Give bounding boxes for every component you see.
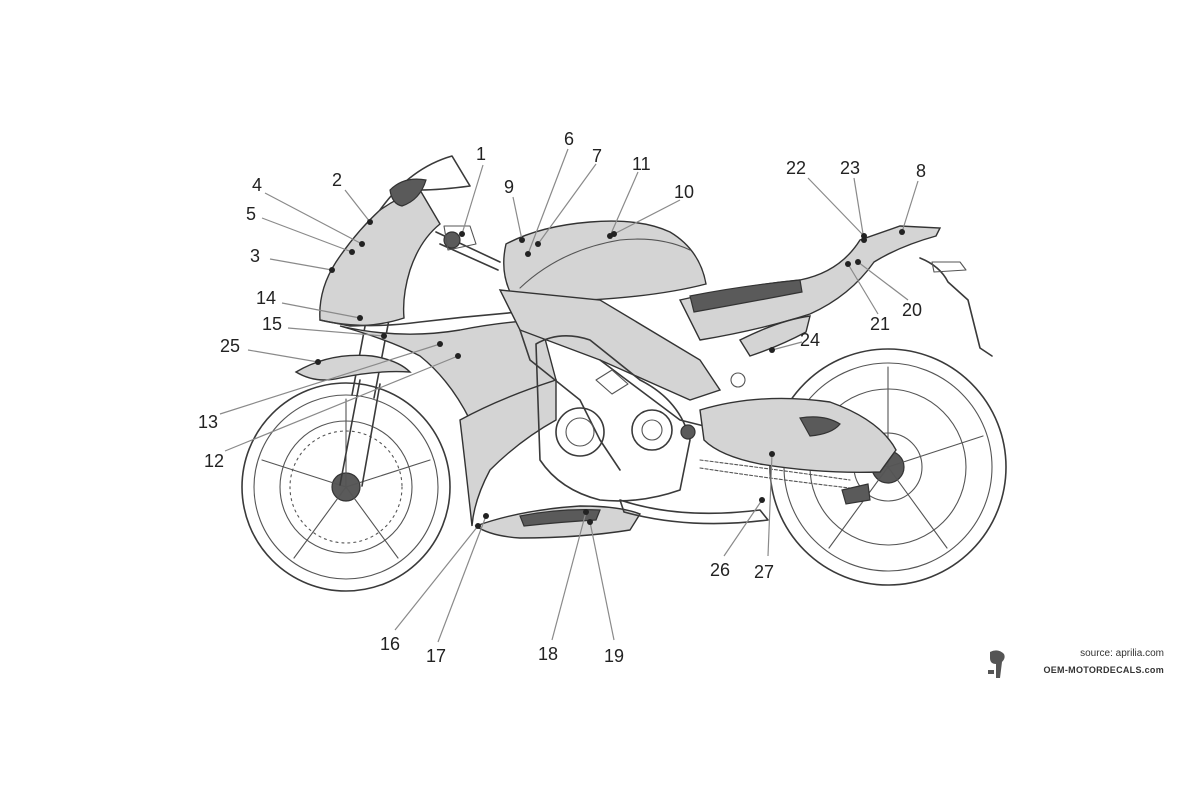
callout-12: 12 (204, 451, 224, 471)
callout-19: 19 (604, 646, 624, 666)
callout-2: 2 (332, 170, 342, 190)
callout-9: 9 (504, 177, 514, 197)
belly-pan (474, 505, 642, 539)
helmet-logo-icon (988, 650, 1005, 678)
seat-pad (689, 279, 803, 313)
callout-23: 23 (840, 158, 860, 178)
callout-1: 1 (476, 144, 486, 164)
mirror-icon (389, 178, 427, 207)
callout-3: 3 (250, 246, 260, 266)
callout-22: 22 (786, 158, 806, 178)
callout-17: 17 (426, 646, 446, 666)
seat-tail (678, 225, 993, 357)
handlebar (435, 225, 501, 271)
side-fairing-lower (459, 379, 557, 527)
callout-numbers: 1 2 3 4 5 6 7 8 9 10 11 12 13 14 15 16 1… (198, 129, 926, 666)
exhaust (619, 499, 769, 525)
callout-5: 5 (246, 204, 256, 224)
engine (535, 335, 746, 502)
callout-6: 6 (564, 129, 574, 149)
callout-25: 25 (220, 336, 240, 356)
callout-24: 24 (800, 330, 820, 350)
callout-21: 21 (870, 314, 890, 334)
callout-8: 8 (916, 161, 926, 181)
front-fork (294, 299, 412, 487)
callout-dots (315, 219, 905, 529)
front-fairing (319, 155, 557, 527)
leader-lines (219, 148, 919, 643)
callout-14: 14 (256, 288, 276, 308)
callout-11: 11 (632, 154, 651, 174)
callout-7: 7 (592, 146, 602, 166)
brand-text: OEM-MOTORDECALS.com (1043, 665, 1164, 675)
callout-20: 20 (902, 300, 922, 320)
callout-15: 15 (262, 314, 282, 334)
callout-26: 26 (710, 560, 730, 580)
callout-27: 27 (754, 562, 774, 582)
fuel-tank (503, 220, 707, 301)
front-wheel (241, 382, 451, 592)
tail-panel (738, 315, 811, 357)
swingarm (699, 397, 897, 505)
callout-16: 16 (380, 634, 400, 654)
callout-13: 13 (198, 412, 218, 432)
callout-10: 10 (674, 182, 694, 202)
callout-4: 4 (252, 175, 262, 195)
source-credit: source: aprilia.com OEM-MOTORDECALS.com (984, 648, 1164, 678)
callout-18: 18 (538, 644, 558, 664)
source-text: source: aprilia.com (1080, 648, 1164, 659)
